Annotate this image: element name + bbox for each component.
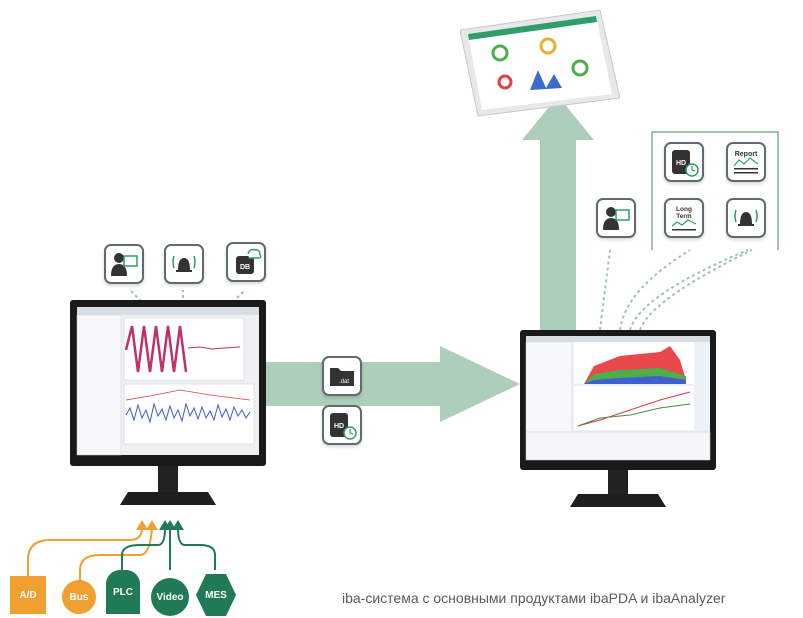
source-ad: A/D: [10, 576, 46, 614]
source-mes-label: MES: [205, 589, 227, 601]
report-icon: Report: [726, 142, 766, 182]
source-plc-label: PLC: [113, 586, 133, 598]
hd-storage-icon-middle: HD: [322, 405, 362, 445]
right-monitor: [520, 330, 716, 510]
source-bus-label: Bus: [69, 591, 89, 603]
tablet: [459, 8, 621, 118]
right-dotted-links: [599, 249, 753, 331]
long-term-label-1: Long: [676, 206, 692, 213]
source-video: Video: [151, 578, 189, 616]
db-label: DB: [240, 264, 250, 271]
input-lines: [27, 527, 216, 585]
dat-file-icon: .dat: [322, 356, 362, 396]
source-bus: Bus: [62, 580, 96, 614]
hd-label-right: HD: [676, 160, 686, 167]
vertical-flow-arrow: [522, 96, 594, 340]
database-cloud-icon: DB: [226, 242, 266, 282]
alarm-bell-icon: [164, 244, 204, 284]
caption: iba-система с основными продуктами ibaPD…: [342, 590, 726, 606]
horizontal-flow-arrow: [262, 346, 520, 422]
left-monitor: [70, 300, 266, 505]
hd-storage-icon-right: HD: [664, 142, 704, 182]
icon-group-bracket: [651, 131, 779, 250]
source-mes: MES: [196, 574, 236, 616]
long-term-label-2: Term: [676, 213, 692, 220]
operator-display-icon: [104, 244, 144, 284]
source-plc: PLC: [106, 570, 140, 614]
report-label: Report: [735, 151, 758, 158]
input-arrowheads: [136, 520, 184, 530]
alarm-bell-icon-right: [726, 198, 766, 238]
source-video-label: Video: [156, 591, 184, 603]
source-ad-label: A/D: [19, 589, 37, 601]
dat-label: .dat: [339, 379, 349, 385]
operator-display-icon-right: [596, 198, 636, 238]
hd-label-middle: HD: [334, 423, 344, 430]
